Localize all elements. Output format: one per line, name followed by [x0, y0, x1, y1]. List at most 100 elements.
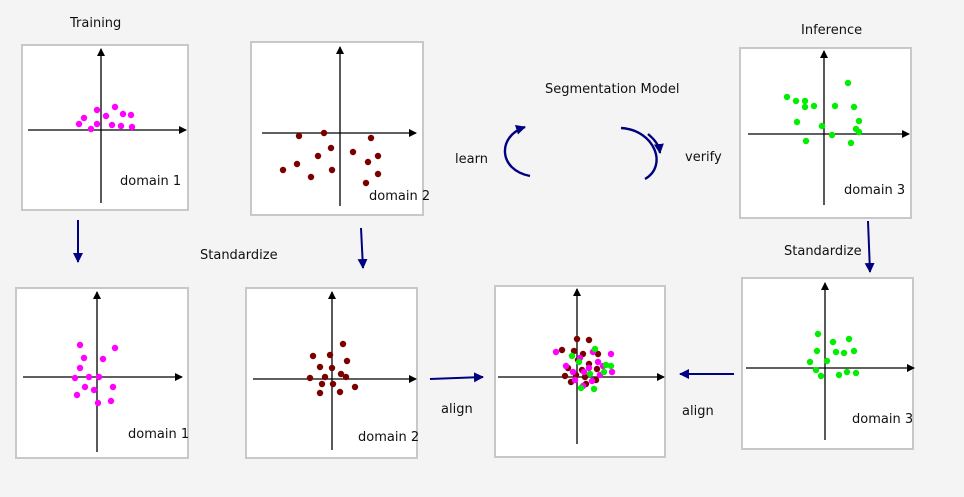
domain-1-point: [128, 123, 136, 131]
domain-1-point: [73, 391, 81, 399]
domain-1-point: [562, 362, 570, 370]
domain-1-point: [571, 376, 579, 384]
standardize-left-label: Standardize: [200, 248, 278, 263]
domain-1-point: [75, 120, 83, 128]
domain-2-point: [318, 380, 326, 388]
domain-3-point: [855, 128, 863, 136]
panel-label-train-domain-1: domain 1: [120, 174, 182, 189]
domain-3-point: [829, 338, 837, 346]
standardize-arrow-domain-3: [864, 220, 875, 273]
verify-label: verify: [685, 150, 722, 165]
domain-2-point: [326, 351, 334, 359]
domain-2-point: [316, 363, 324, 371]
training-heading: Training: [70, 16, 122, 31]
domain-2-point: [320, 129, 328, 137]
domain-3-point: [591, 345, 599, 353]
panel-label-std-domain-3: domain 3: [852, 412, 914, 427]
domain-1-point: [585, 364, 593, 372]
domain-3-point: [847, 139, 855, 147]
domain-2-point: [279, 166, 287, 174]
domain-3-point: [568, 352, 576, 360]
domain-3-point: [835, 371, 843, 379]
domain-2-point: [374, 152, 382, 160]
domain-3-point: [845, 335, 853, 343]
learn-label: learn: [455, 152, 488, 167]
scatter-panel-infer-d3: [739, 47, 912, 219]
standardize-right-label: Standardize: [784, 244, 862, 259]
panel-label-std-domain-1: domain 1: [128, 427, 190, 442]
domain-2-point: [367, 134, 375, 142]
domain-3-point: [814, 330, 822, 338]
learn-cycle-arrow-icon: [503, 125, 531, 178]
domain-3-point: [850, 103, 858, 111]
scatter-panel-std-d3: [741, 277, 915, 450]
domain-1-point: [594, 358, 602, 366]
panels-layer: [15, 41, 915, 459]
domain-3-point: [831, 102, 839, 110]
domain-2-point: [561, 372, 569, 380]
domain-2-point: [339, 340, 347, 348]
domain-1-point: [111, 344, 119, 352]
standardize-arrow-domain-2: [357, 227, 368, 269]
scatter-panel-train-d2: [250, 41, 424, 216]
domain-3-point: [852, 369, 860, 377]
align-arrow-left: [429, 372, 484, 383]
domain-1-point: [76, 364, 84, 372]
scatter-panel-train-d1: [21, 44, 189, 211]
verify-cycle-arrowhead-icon: [647, 133, 664, 154]
domain-3-point: [793, 118, 801, 126]
domain-3-point: [812, 366, 820, 374]
domain-2-point: [309, 352, 317, 360]
domain-3-point: [844, 79, 852, 87]
domain-2-point: [329, 380, 337, 388]
scatter-panel-std-d2: [245, 287, 418, 459]
panel-label-std-domain-2: domain 2: [358, 430, 420, 445]
domain-2-point: [328, 364, 336, 372]
domain-3-point: [600, 368, 608, 376]
domain-1-point: [94, 399, 102, 407]
domain-3-point: [792, 97, 800, 105]
domain-3-point: [843, 368, 851, 376]
panel-frame: [15, 287, 189, 459]
domain-1-point: [580, 368, 588, 376]
domain-1-point: [76, 341, 84, 349]
domain-3-point: [855, 117, 863, 125]
domain-3-point: [806, 358, 814, 366]
domain-2-point: [327, 144, 335, 152]
domain-2-point: [593, 365, 601, 373]
domain-1-point: [85, 373, 93, 381]
scatter-panel-std-d1: [15, 287, 189, 459]
domain-2-point: [573, 335, 581, 343]
domain-1-point: [99, 355, 107, 363]
domain-3-point: [607, 362, 615, 370]
panel-label-train-domain-2: domain 2: [369, 189, 431, 204]
domain-2-point: [585, 336, 593, 344]
domain-2-point: [306, 374, 314, 382]
domain-1-point: [552, 348, 560, 356]
domain-3-point: [586, 370, 594, 378]
align-right-label: align: [682, 404, 714, 419]
panel-frame: [739, 47, 912, 219]
domain-1-point: [607, 350, 615, 358]
panel-frame: [250, 41, 424, 216]
domain-3-point: [832, 348, 840, 356]
domain-3-point: [823, 357, 831, 365]
domain-1-point: [80, 354, 88, 362]
domain-2-point: [321, 373, 329, 381]
domain-3-point: [602, 361, 610, 369]
domain-1-point: [108, 121, 116, 129]
domain-3-point: [813, 347, 821, 355]
domain-2-point: [328, 166, 336, 174]
domain-1-point: [87, 125, 95, 133]
scatter-panel-aligned: [494, 285, 666, 458]
domain-2-point: [364, 158, 372, 166]
domain-3-point: [590, 385, 598, 393]
domain-2-point: [307, 173, 315, 181]
domain-2-point: [581, 373, 589, 381]
domain-2-point: [594, 350, 602, 358]
domain-1-point: [95, 373, 103, 381]
domain-2-point: [295, 132, 303, 140]
domain-2-point: [349, 148, 357, 156]
domain-1-point: [588, 377, 596, 385]
domain-2-point: [558, 346, 566, 354]
